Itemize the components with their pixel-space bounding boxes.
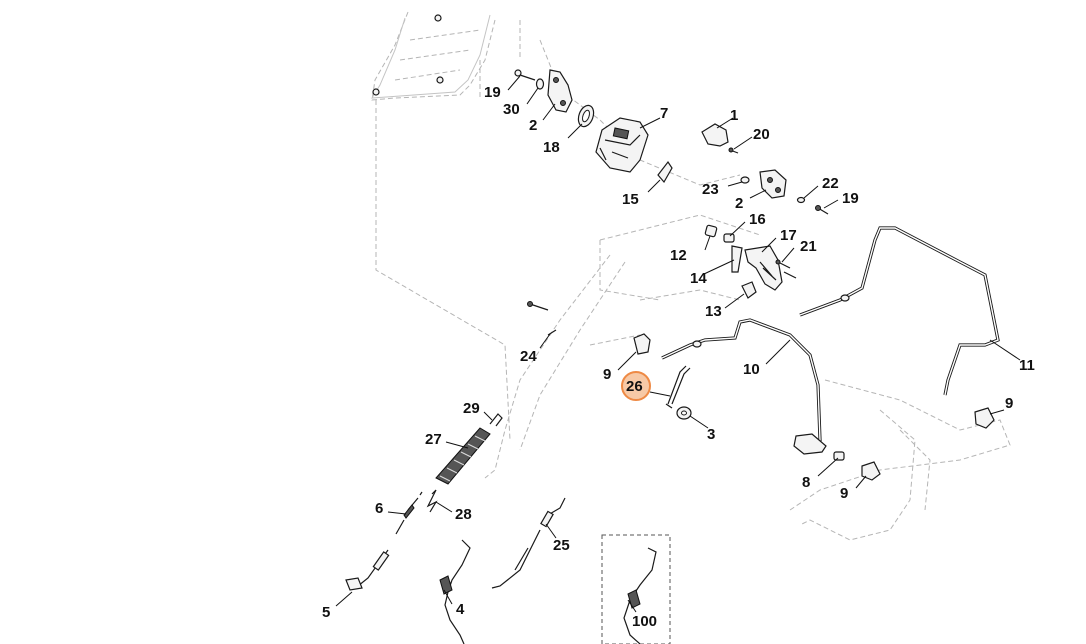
callout-29[interactable]: 29 [463,400,480,417]
callout-11[interactable]: 11 [1019,357,1035,374]
callout-10[interactable]: 10 [743,361,760,378]
part-17-trigger [744,245,783,291]
callout-7[interactable]: 7 [660,105,668,122]
callout-100[interactable]: 100 [632,613,657,630]
part-28-spring [426,489,438,513]
part-10-bail-wire [661,318,827,455]
part-5-cable-end [345,549,390,591]
part-26-spring [665,365,691,409]
callout-9-bottom[interactable]: 9 [840,485,848,502]
callout-27[interactable]: 27 [425,431,442,448]
highlight-circle [621,371,651,401]
callout-16[interactable]: 16 [749,211,766,228]
part-7-housing [595,117,649,173]
callout-14[interactable]: 14 [690,270,707,287]
part-20-screw [728,147,739,154]
callout-30[interactable]: 30 [503,101,520,118]
part-9-bushing-left [633,333,651,355]
part-21-screw [775,259,797,279]
part-6-cable [395,491,423,535]
callout-19-right[interactable]: 19 [842,190,859,207]
callout-3[interactable]: 3 [707,426,715,443]
part-19-bolt-top [514,69,536,81]
part-29-hook [489,413,503,427]
callout-4[interactable]: 4 [456,601,465,618]
part-18-ring [577,104,595,128]
part-14-lever [731,245,743,273]
part-11-bail-wire [799,226,1000,396]
part-1-knob [701,123,729,147]
callout-23[interactable]: 23 [702,181,719,198]
callout-28[interactable]: 28 [455,506,472,523]
callout-2-top[interactable]: 2 [529,117,537,134]
part-16-bushing [723,233,735,243]
part-22-washer [796,196,806,204]
callout-13[interactable]: 13 [705,303,722,320]
part-25-cable [491,497,566,589]
part-9-bushing-right [974,407,995,429]
callout-24[interactable]: 24 [520,348,537,365]
callout-9-left[interactable]: 9 [603,366,611,383]
callout-21[interactable]: 21 [800,238,817,255]
callout-12[interactable]: 12 [670,247,687,264]
callout-26[interactable]: 26 [626,378,643,395]
part-27-spring-sleeve [435,427,491,485]
callout-1[interactable]: 1 [730,107,738,124]
part-23-washer [740,176,750,184]
part-2-bracket-top [547,69,573,113]
part-13-block [741,281,757,299]
callout-6[interactable]: 6 [375,500,383,517]
callout-2-mid[interactable]: 2 [735,195,743,212]
callout-20[interactable]: 20 [753,126,770,143]
top-cover [371,14,491,99]
part-4-cable [439,539,471,644]
callout-15[interactable]: 15 [622,191,639,208]
part-19-bolt-right [815,205,829,215]
leader-lines [335,75,1021,613]
part-2-bracket-mid [759,169,787,199]
callout-5[interactable]: 5 [322,604,330,621]
callout-25[interactable]: 25 [553,537,570,554]
part-8-pin [833,451,845,461]
part-9-bushing-bottom [861,461,881,481]
part-12-nut [704,224,718,238]
part-100-cable [601,534,671,644]
callout-9-right[interactable]: 9 [1005,395,1013,412]
callout-18[interactable]: 18 [543,139,560,156]
callout-17[interactable]: 17 [780,227,797,244]
callout-8[interactable]: 8 [802,474,810,491]
callout-labels[interactable]: 1 2 2 3 4 5 6 7 8 9 9 9 10 11 12 13 14 1… [322,84,1035,630]
part-24-bolt [527,301,557,336]
part-15-clip [657,160,673,184]
part-3-washer [676,406,692,420]
callout-19-top[interactable]: 19 [484,84,501,101]
callout-22[interactable]: 22 [822,175,839,192]
part-30-washer [535,78,545,90]
